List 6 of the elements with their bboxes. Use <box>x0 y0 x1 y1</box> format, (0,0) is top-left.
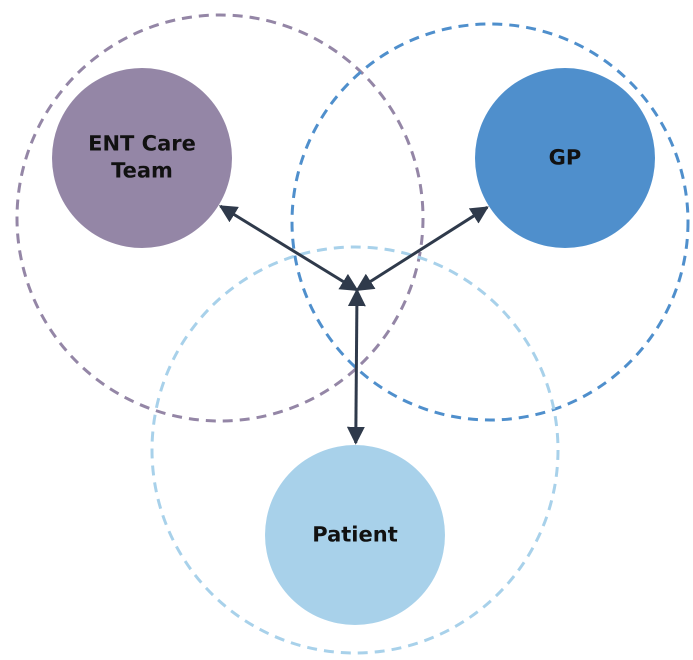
double-arrow <box>355 206 489 292</box>
double-arrow <box>346 288 366 445</box>
node-label: GP <box>548 144 582 172</box>
node-label: Patient <box>311 521 399 548</box>
node-label: ENT Care Team <box>87 130 197 185</box>
double-arrow <box>218 204 359 292</box>
